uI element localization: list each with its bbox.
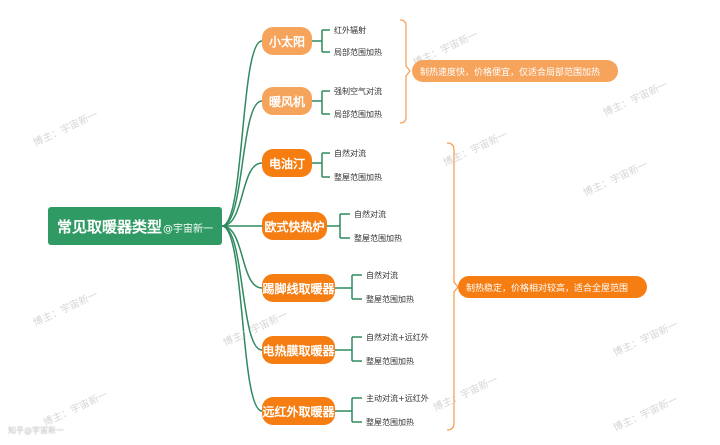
leaf-item[interactable]: 整屋范围加热: [354, 234, 402, 243]
leaf-item[interactable]: 整屋范围加热: [366, 357, 414, 366]
leaf-item[interactable]: 红外辐射: [334, 26, 366, 35]
leaf-item[interactable]: 自然对流: [366, 271, 398, 280]
leaf-item[interactable]: 强制空气对流: [334, 87, 382, 96]
leaf-item[interactable]: 自然对流: [334, 149, 366, 158]
leaf-item[interactable]: 局部范围加热: [334, 48, 382, 57]
brace-local: [399, 19, 411, 124]
leaf-item[interactable]: 主动对流+远红外: [366, 394, 429, 403]
branch-node-xiaotaiyang[interactable]: 小太阳: [262, 27, 312, 55]
summary-whole-house[interactable]: 制热稳定，价格相对较高，适合全屋范围: [458, 276, 647, 298]
branch-node-yuanhongwai[interactable]: 远红外取暖器: [262, 397, 335, 425]
branch-node-dianremo[interactable]: 电热膜取暖器: [262, 336, 335, 364]
branch-node-oushi[interactable]: 欧式快热炉: [262, 212, 327, 240]
leaf-item[interactable]: 自然对流: [354, 210, 386, 219]
leaf-item[interactable]: 局部范围加热: [334, 110, 382, 119]
leaf-item[interactable]: 整屋范围加热: [366, 418, 414, 427]
footer-watermark: 知乎@宇宙新一: [8, 426, 64, 435]
leaf-item[interactable]: 整屋范围加热: [334, 173, 382, 182]
root-node[interactable]: 常见取暖器类型@宇宙新一: [48, 207, 222, 245]
leaf-item[interactable]: 整屋范围加热: [366, 295, 414, 304]
root-title: 常见取暖器类型: [56, 217, 162, 236]
branch-node-dianyouting[interactable]: 电油汀: [262, 149, 312, 177]
root-handle: @宇宙新一: [163, 224, 213, 235]
branch-node-tijiaoxian[interactable]: 踢脚线取暖器: [262, 274, 335, 302]
leaf-item[interactable]: 自然对流+远红外: [366, 333, 429, 342]
summary-local-heating[interactable]: 制热速度快，价格便宜，仅适合局部范围加热: [412, 60, 618, 82]
branch-node-nuanfengji[interactable]: 暖风机: [262, 87, 312, 115]
